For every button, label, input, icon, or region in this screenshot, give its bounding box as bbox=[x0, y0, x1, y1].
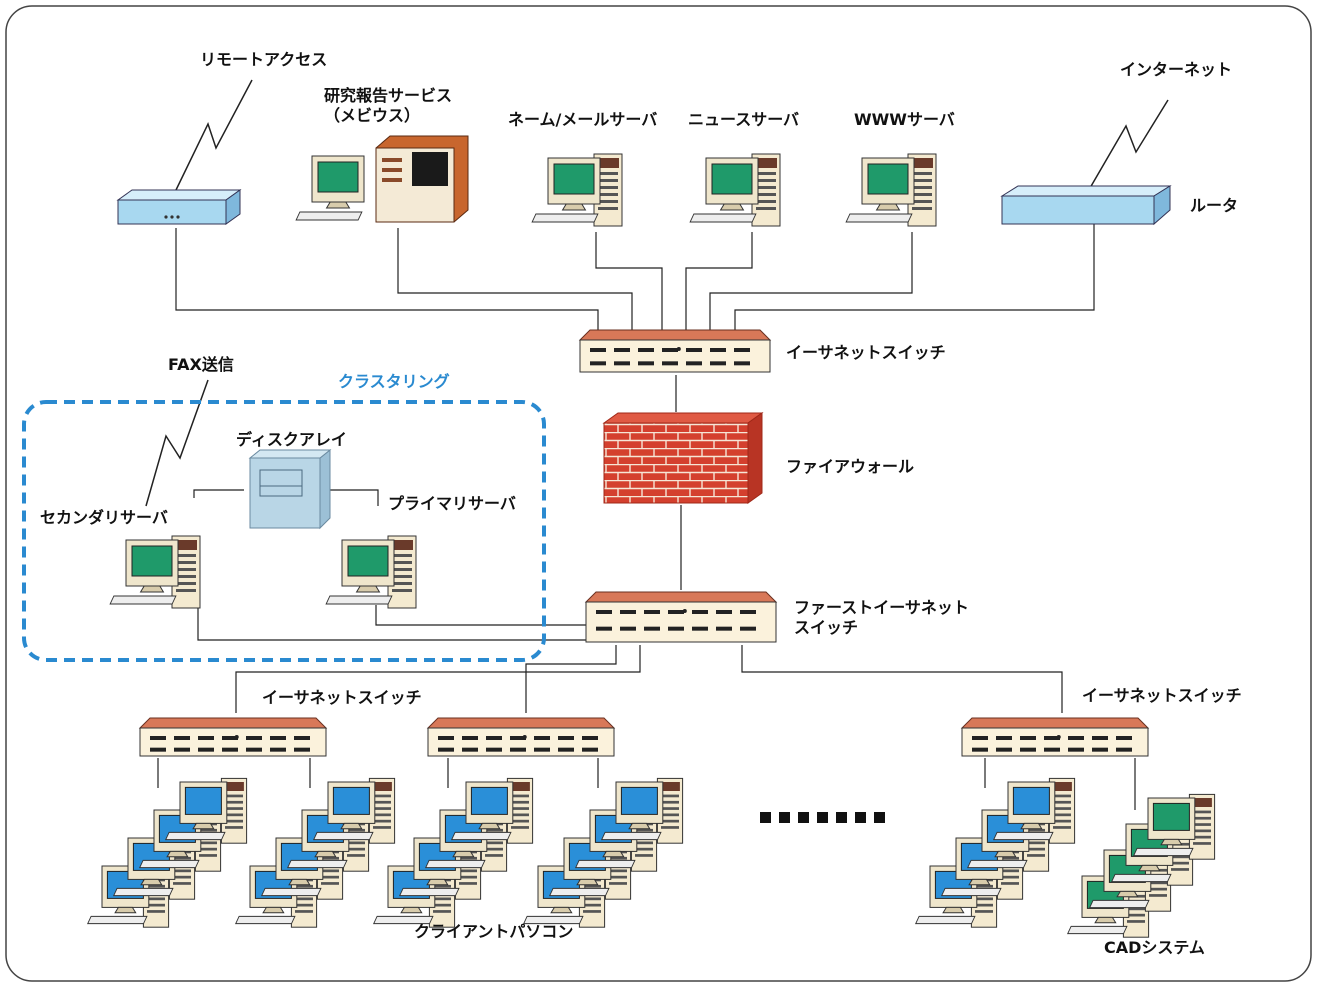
firewall bbox=[604, 413, 762, 503]
fax-bolt bbox=[146, 380, 208, 506]
label-remote-access: リモートアクセス bbox=[200, 50, 327, 70]
label-firewall: ファイアウォール bbox=[786, 457, 914, 477]
equipment-layer bbox=[88, 136, 1215, 937]
label-news-server: ニュースサーバ bbox=[688, 110, 799, 130]
pc-research-service bbox=[296, 156, 364, 220]
internet-router bbox=[1002, 186, 1170, 224]
pc-secondary-server bbox=[110, 536, 200, 608]
label-primary-server: プライマリサーバ bbox=[388, 494, 516, 514]
disk-array bbox=[250, 450, 330, 528]
label-research-service: 研究報告サービス （メビウス） bbox=[324, 86, 452, 126]
remote-access-bolt bbox=[176, 80, 252, 190]
label-ethernet-switch-left: イーサネットスイッチ bbox=[262, 688, 422, 708]
label-fax: FAX送信 bbox=[168, 355, 234, 375]
label-router: ルータ bbox=[1190, 196, 1238, 216]
ethernet-switch-left bbox=[140, 718, 326, 756]
fast-ethernet-switch bbox=[586, 592, 776, 642]
ethernet-switch-middle bbox=[428, 718, 614, 756]
pc-name-mail-server bbox=[532, 154, 622, 226]
ethernet-switch-right bbox=[962, 718, 1148, 756]
remote-access-router bbox=[118, 190, 240, 224]
label-ethernet-switch-right: イーサネットスイッチ bbox=[1082, 686, 1242, 706]
label-disk-array: ディスクアレイ bbox=[236, 430, 347, 450]
label-name-mail-server: ネーム/メールサーバ bbox=[508, 110, 657, 130]
label-fast-ethernet-switch: ファーストイーサネット スイッチ bbox=[794, 598, 969, 638]
label-ethernet-switch-top: イーサネットスイッチ bbox=[786, 343, 946, 363]
pc-www-server bbox=[846, 154, 936, 226]
research-server-tower bbox=[376, 136, 468, 222]
label-client-pcs: クライアントパソコン bbox=[414, 922, 573, 942]
pc-primary-server bbox=[326, 536, 416, 608]
ethernet-switch-top bbox=[580, 330, 770, 372]
label-clustering: クラスタリング bbox=[338, 372, 450, 392]
ellipsis-dots bbox=[760, 812, 885, 823]
label-internet: インターネット bbox=[1120, 60, 1232, 80]
internet-bolt bbox=[1090, 100, 1168, 188]
label-www-server: WWWサーバ bbox=[854, 110, 955, 130]
label-secondary-server: セカンダリサーバ bbox=[40, 508, 168, 528]
pc-news-server bbox=[690, 154, 780, 226]
label-cad-system: CADシステム bbox=[1104, 938, 1205, 958]
